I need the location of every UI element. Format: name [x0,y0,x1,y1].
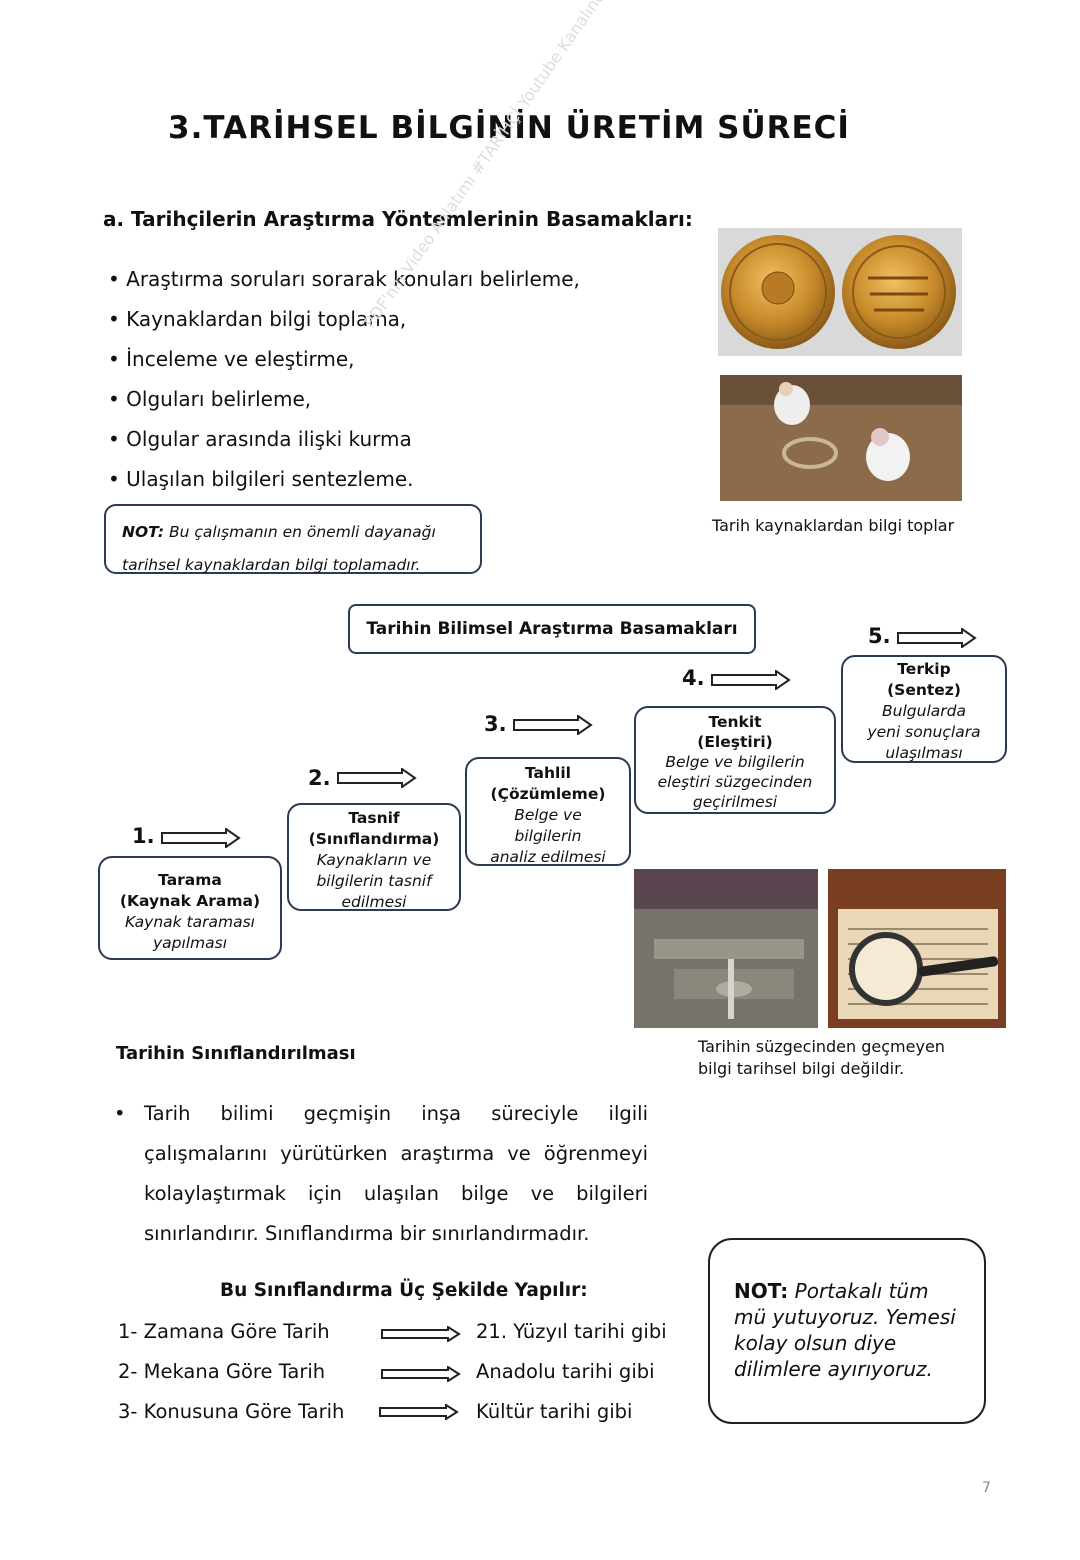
step-title: Tenkit [708,713,762,731]
arrow-right-icon [381,1366,461,1382]
step-desc: ulaşılması [885,744,963,762]
section-a-heading: a. Tarihçilerin Araştırma Yöntemlerinin … [103,207,693,231]
classification-label: 3- Konusuna Göre Tarih [118,1400,345,1423]
excavation-image [720,375,962,501]
step-subtitle: (Kaynak Arama) [119,892,261,910]
arrow-right-icon [897,628,977,648]
step-title: Tasnif [348,809,400,827]
list-item: Araştırma soruları sorarak konuları beli… [108,262,580,302]
step-desc: edilmesi [341,893,407,911]
classification-paragraph: • Tarih bilimi geçmişin inşa süreciyle i… [114,1094,648,1254]
step-desc: bilgilerin tasnif [316,872,432,890]
arrow-right-icon [379,1404,459,1420]
step-title: Tahlil [524,764,571,782]
step-desc: Bulgularda [882,702,966,720]
caption-line: Tarihin süzgecinden geçmeyen [698,1037,945,1056]
paragraph-text: Tarih bilimi geçmişin inşa süreciyle ilg… [144,1102,648,1245]
arrow-right-icon [711,670,791,690]
step-2-number: 2. [308,766,331,790]
step-title: Terkip [897,660,951,678]
note-box-sources: NOT: Bu çalışmanın en önemli dayanağı ta… [104,504,482,574]
step-desc: yapılması [152,934,228,952]
magnifier-image [828,869,1006,1028]
step-subtitle: (Eleştiri) [697,733,773,751]
step-title: Tarama [158,871,222,889]
step-desc: Kaynakların ve [316,851,432,869]
step-box-tasnif: Tasnif (Sınıflandırma) Kaynakların ve bi… [287,803,461,911]
research-steps-list: Araştırma soruları sorarak konuları beli… [108,262,580,502]
arrow-right-icon [513,715,593,735]
classification-example: Kültür tarihi gibi [476,1400,633,1423]
list-item: Ulaşılan bilgileri sentezleme. [108,462,580,502]
list-item: Olguları belirleme, [108,382,580,422]
step-subtitle: (Sentez) [887,681,961,699]
step-subtitle: (Sınıflandırma) [308,830,440,848]
step-5-number: 5. [868,624,891,648]
step-desc: analiz edilmesi [490,848,606,866]
list-item: Kaynaklardan bilgi toplama, [108,302,580,342]
classification-example: Anadolu tarihi gibi [476,1360,655,1383]
note-text: Portakalı tüm mü yutuyoruz. Yemesi kolay… [734,1279,956,1381]
step-4-number: 4. [682,666,705,690]
arrow-right-icon [381,1326,461,1342]
arrow-right-icon [161,828,241,848]
classification-example: 21. Yüzyıl tarihi gibi [476,1320,667,1343]
museum-image [634,869,818,1028]
bullet-dot: • [114,1102,126,1125]
step-box-terkip: Terkip (Sentez) Bulgularda yeni sonuçlar… [841,655,1007,763]
step-box-tarama: Tarama (Kaynak Arama) Kaynak taraması ya… [98,856,282,960]
note-text-2: tarihsel kaynaklardan bilgi toplamadır. [122,556,421,574]
step-desc: Kaynak taraması [125,913,255,931]
classification-subheading: Bu Sınıflandırma Üç Şekilde Yapılır: [220,1280,588,1301]
step-box-tahlil: Tahlil (Çözümleme) Belge ve bilgilerin a… [465,757,631,866]
step-desc: eleştiri süzgecinden [657,773,813,791]
step-box-tenkit: Tenkit (Eleştiri) Belge ve bilgilerin el… [634,706,836,814]
list-item: İnceleme ve eleştirme, [108,342,580,382]
step-desc: Belge ve bilgilerin [665,753,805,771]
page-title: 3.TARİHSEL BİLGİNİN ÜRETİM SÜRECİ [168,110,850,146]
note-label: NOT: [734,1279,789,1303]
list-item: Olgular arasında ilişki kurma [108,422,580,462]
step-desc: yeni sonuçlara [867,723,981,741]
step-3-number: 3. [484,712,507,736]
steps-title: Tarihin Bilimsel Araştırma Basamakları [348,604,756,654]
note-label: NOT: [122,523,165,541]
classification-label: 1- Zamana Göre Tarih [118,1320,330,1343]
step-1-number: 1. [132,824,155,848]
note-box-orange: NOT: Portakalı tüm mü yutuyoruz. Yemesi … [708,1238,986,1424]
caption-line: bilgi tarihsel bilgi değildir. [698,1059,905,1078]
step-desc: Belge ve [514,806,582,824]
coins-image [718,228,962,356]
image-caption-filter: Tarihin süzgecinden geçmeyen bilgi tarih… [698,1036,945,1080]
classification-label: 2- Mekana Göre Tarih [118,1360,326,1383]
step-desc: geçirilmesi [692,793,778,811]
note-text-1: Bu çalışmanın en önemli dayanağı [169,523,436,541]
image-caption-sources: Tarih kaynaklardan bilgi toplar [712,516,955,535]
section-b-heading: Tarihin Sınıflandırılması [116,1043,356,1064]
page-number: 7 [982,1480,991,1496]
arrow-right-icon [337,768,417,788]
step-desc: bilgilerin [514,827,582,845]
step-subtitle: (Çözümleme) [490,785,606,803]
